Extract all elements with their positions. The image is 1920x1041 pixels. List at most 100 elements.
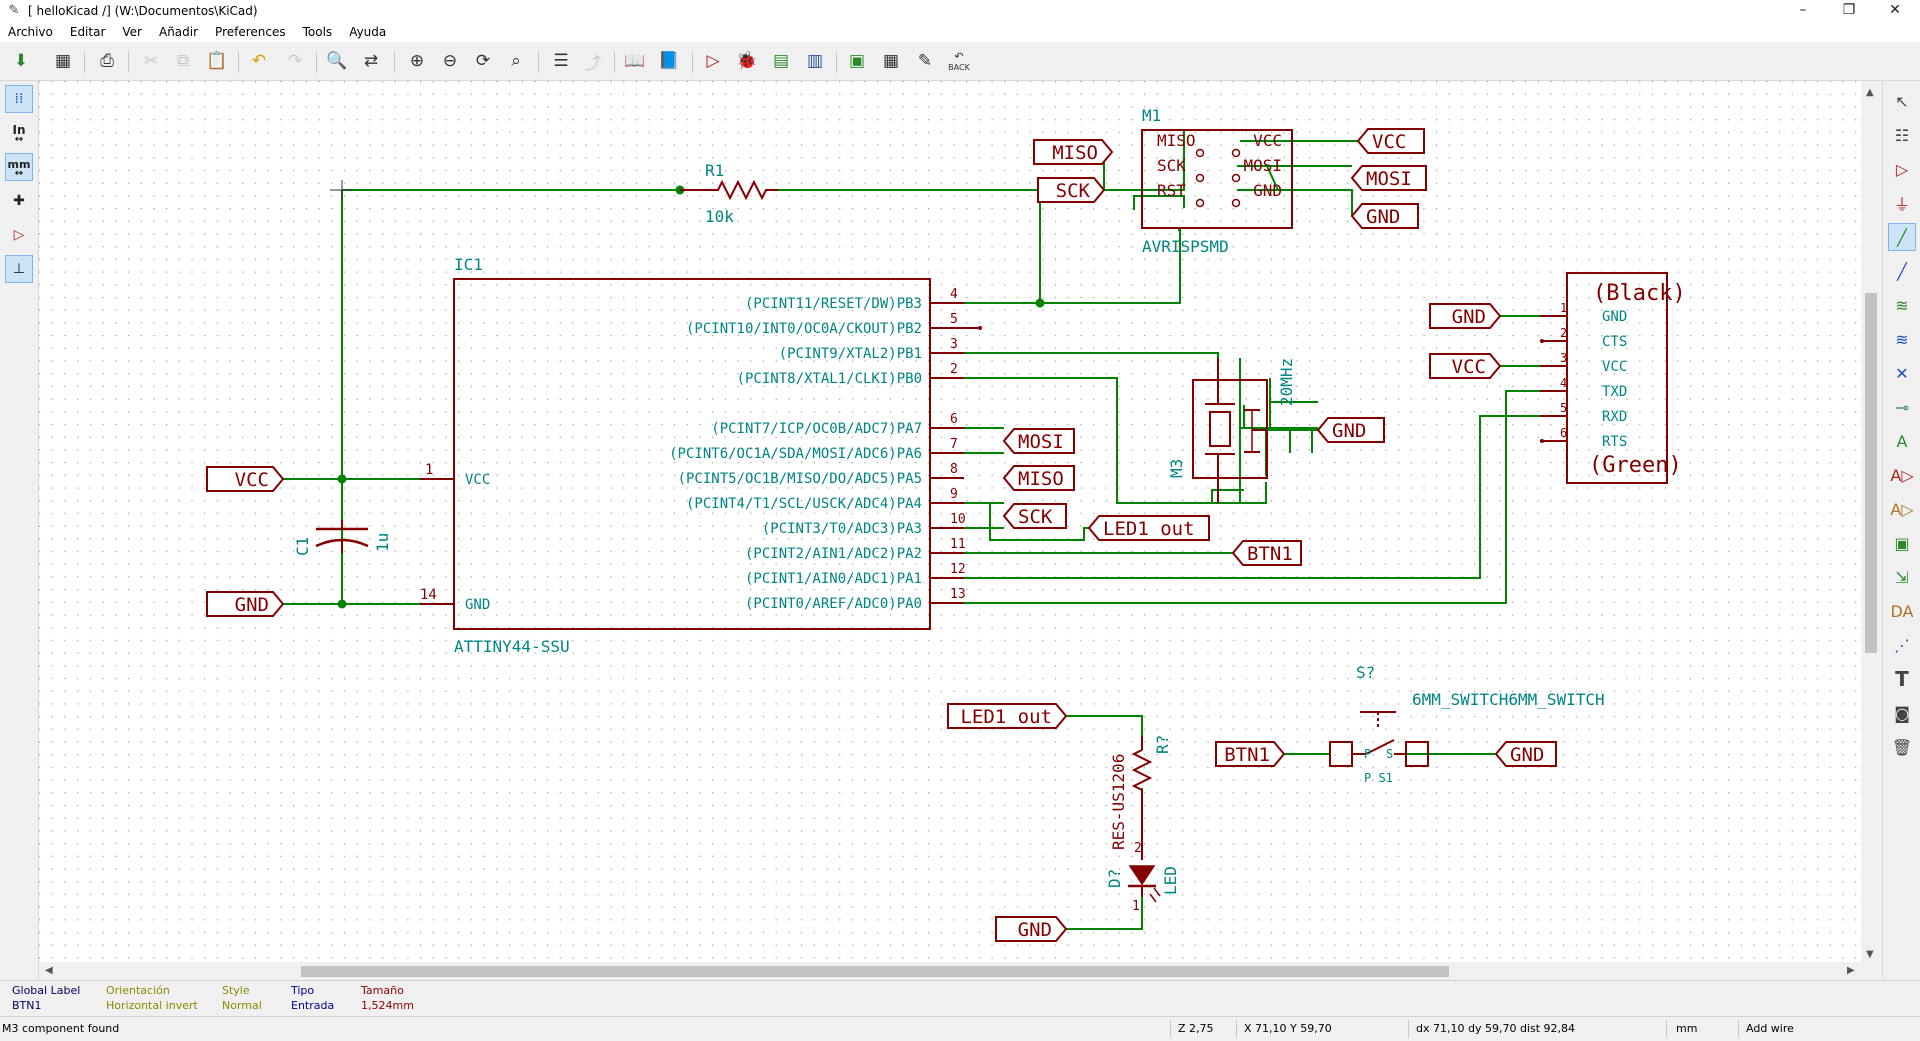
add-junction-icon[interactable]: ⊸ — [1895, 397, 1909, 417]
global-label-btn1-ic[interactable]: BTN1 — [1247, 543, 1293, 565]
global-label-led1-out-ic[interactable]: LED1_out — [1103, 518, 1195, 540]
close-button[interactable]: ✕ — [1889, 2, 1901, 18]
menu-anadir[interactable]: Añadir — [158, 25, 199, 39]
cursor-shape-icon[interactable]: ✚ — [13, 193, 25, 209]
annotate-icon[interactable]: ▷ — [706, 51, 720, 71]
library-editor-icon[interactable]: 📖 — [624, 51, 646, 71]
global-label-gnd-led[interactable]: GND — [1018, 919, 1052, 941]
menu-archivo[interactable]: Archivo — [8, 25, 53, 39]
cut-icon[interactable]: ✂ — [143, 51, 159, 71]
library-browser-icon[interactable]: 📘 — [658, 51, 680, 71]
add-component-icon[interactable]: ▷ — [1895, 159, 1909, 179]
hierarchy-icon[interactable]: ☰ — [553, 51, 569, 71]
hidden-pins-icon[interactable]: ▷ — [13, 227, 25, 243]
redo-icon[interactable]: ↷ — [287, 51, 303, 71]
paste-icon[interactable]: 📋 — [206, 51, 228, 71]
bus-bus-entry-icon[interactable]: ≋ — [1895, 329, 1909, 349]
undo-icon[interactable]: ↶ — [251, 51, 267, 71]
global-label-sck-ic[interactable]: SCK — [1018, 506, 1053, 528]
delete-icon[interactable]: 🗑 — [1891, 737, 1913, 757]
menu-ayuda[interactable]: Ayuda — [349, 25, 387, 39]
grid-toggle-icon[interactable]: ⁞⁞ — [5, 85, 33, 113]
add-net-label-icon[interactable]: A — [1896, 431, 1908, 451]
units-inches-button[interactable]: In ↔ — [5, 119, 33, 147]
find-icon[interactable]: 🔍 — [326, 51, 348, 71]
add-bus-icon[interactable]: ╱ — [1897, 261, 1907, 281]
page-settings-icon[interactable]: ▦ — [54, 51, 72, 71]
wire-bus-entry-icon[interactable]: ≋ — [1895, 295, 1909, 315]
add-hier-label-icon[interactable]: A▷ — [1890, 499, 1914, 519]
import-footprint-icon[interactable]: ✎ — [917, 51, 933, 71]
zoom-out-icon[interactable]: ⊖ — [442, 51, 458, 71]
hierarchy-nav-icon[interactable]: ☷ — [1894, 125, 1910, 145]
add-hier-sheet-icon[interactable]: ▣ — [1894, 533, 1910, 553]
horizontal-scroll-thumb[interactable] — [301, 966, 1449, 977]
schematic-canvas[interactable]: R1 10k C1 1u IC1 ATTINY44-SSU 1 14 VCC G… — [39, 81, 1881, 979]
no-connect-icon[interactable]: ✕ — [1895, 363, 1909, 383]
switch-pin-s: S — [1386, 747, 1393, 761]
ic-attiny44[interactable]: IC1 ATTINY44-SSU 1 14 VCC GND 4(PCINT11/… — [420, 255, 982, 656]
add-hier-pin-icon[interactable]: DA — [1890, 601, 1914, 621]
global-label-gnd-sw[interactable]: GND — [1510, 744, 1544, 766]
menu-tools[interactable]: Tools — [302, 25, 333, 39]
select-arrow-icon[interactable]: ↖ — [1895, 91, 1909, 111]
global-label-gnd-ftdi[interactable]: GND — [1452, 306, 1486, 328]
import-hier-label-icon[interactable]: ⇲ — [1895, 567, 1909, 587]
add-graphic-line-icon[interactable]: ⋰ — [1894, 635, 1910, 655]
add-wire-icon[interactable]: ╱ — [1888, 223, 1916, 251]
add-global-label-icon[interactable]: A▷ — [1890, 465, 1914, 485]
maximize-button[interactable]: ❐ — [1842, 2, 1856, 18]
global-label-mosi-ic[interactable]: MOSI — [1018, 431, 1064, 453]
horizontal-scrollbar[interactable]: ◀ ▶ — [39, 962, 1861, 980]
scroll-up-icon[interactable]: ▲ — [1866, 87, 1874, 98]
units-mm-button[interactable]: mm ↔ — [5, 153, 33, 181]
find-replace-icon[interactable]: ⇄ — [363, 51, 379, 71]
copy-icon[interactable]: ⧉ — [176, 51, 190, 71]
global-label-gnd-m1[interactable]: GND — [1366, 206, 1400, 228]
add-image-icon[interactable]: ◙ — [1894, 703, 1910, 723]
global-label-vcc-left[interactable]: VCC — [235, 469, 269, 491]
minimize-button[interactable]: – — [1799, 2, 1807, 18]
connector-m1-avrisp[interactable]: M1 AVRISPSMD MISO SCK RST VCC MOSI GND — [1141, 106, 1293, 256]
menu-editar[interactable]: Editar — [69, 25, 106, 39]
print-icon[interactable]: ⎙ — [100, 51, 114, 71]
erc-icon[interactable]: 🐞 — [736, 51, 758, 71]
leave-sheet-icon[interactable]: ⤴ — [584, 53, 602, 74]
scroll-left-icon[interactable]: ◀ — [45, 965, 53, 976]
bom-icon[interactable]: ▥ — [806, 51, 824, 71]
global-label-btn1-sw[interactable]: BTN1 — [1224, 744, 1270, 766]
zoom-in-icon[interactable]: ⊕ — [409, 51, 425, 71]
cvpcb-icon[interactable]: ▣ — [848, 51, 866, 71]
vertical-scroll-thumb[interactable] — [1865, 293, 1877, 653]
capacitor-c1[interactable]: C1 1u — [293, 520, 392, 556]
pcbnew-icon[interactable]: ▦ — [882, 51, 900, 71]
led-d1[interactable]: D? LED 1 — [1105, 865, 1180, 914]
zoom-fit-icon[interactable]: ⌕ — [511, 51, 521, 71]
add-text-icon[interactable]: T — [1895, 667, 1909, 691]
global-label-gnd-m3[interactable]: GND — [1332, 420, 1366, 442]
global-label-sck-m1[interactable]: SCK — [1056, 180, 1091, 202]
global-label-vcc-m1[interactable]: VCC — [1372, 131, 1406, 153]
add-power-icon[interactable]: ⏚ — [1893, 195, 1910, 214]
global-label-miso-m1[interactable]: MISO — [1052, 142, 1098, 164]
wire-45-icon[interactable]: ⊥ — [5, 255, 33, 283]
global-label-led1-out[interactable]: LED1_out — [960, 706, 1052, 728]
back-annotate-button[interactable]: ↶ BACK — [946, 48, 972, 74]
save-sheet-icon[interactable]: ⬇ — [13, 51, 29, 71]
menu-preferences[interactable]: Preferences — [215, 25, 286, 39]
scroll-down-icon[interactable]: ▼ — [1866, 949, 1874, 960]
global-label-miso-ic[interactable]: MISO — [1018, 468, 1064, 490]
global-label-mosi-m1[interactable]: MOSI — [1366, 168, 1412, 190]
global-label-gnd-left[interactable]: GND — [235, 594, 269, 616]
vertical-scrollbar[interactable]: ▲ ▼ — [1861, 81, 1881, 980]
led-resistor[interactable]: R? RES-US1206 2 — [1109, 735, 1172, 860]
netlist-icon[interactable]: ▤ — [772, 51, 790, 71]
global-label-vcc-ftdi[interactable]: VCC — [1452, 356, 1486, 378]
menu-ver[interactable]: Ver — [122, 25, 142, 39]
resistor-r1[interactable]: R1 10k — [680, 161, 778, 226]
switch-s1[interactable]: S? 6MM_SWITCH6MM_SWITCH P S P S1 — [1329, 663, 1605, 785]
scroll-right-icon[interactable]: ▶ — [1847, 965, 1855, 976]
redraw-icon[interactable]: ⟳ — [475, 51, 491, 71]
info-header-type: Tipo — [291, 984, 315, 997]
